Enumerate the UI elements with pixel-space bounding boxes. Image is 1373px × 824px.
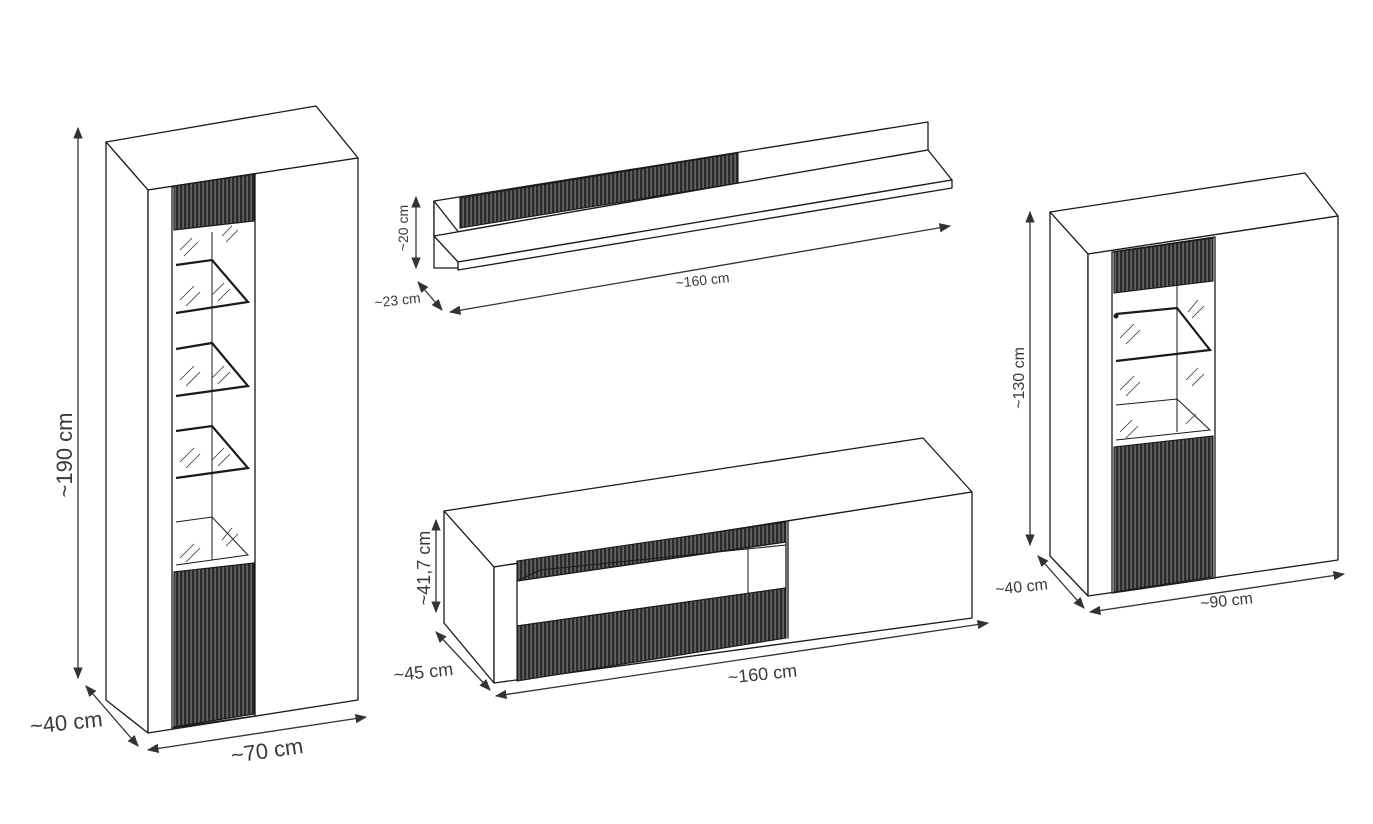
low-cabinet-depth-dimension: [1037, 555, 1085, 609]
low-cabinet-lower-fluted-panel: [1113, 435, 1214, 593]
tall-cabinet-side: [105, 141, 149, 734]
tv-stand-width-dimension: [494, 619, 990, 700]
tv-stand: ~41,7 cm ~45 cm ~160 cm: [393, 437, 990, 700]
low-display-cabinet: ~130 cm ~40 cm ~90 cm: [994, 172, 1346, 616]
wall-shelf: ~20 cm ~23 cm ~160 cm: [374, 121, 953, 315]
tall-cabinet-depth-dimension: [85, 685, 139, 747]
low-cabinet-height-label: ~130 cm: [1011, 347, 1028, 409]
tall-cabinet-lower-fluted-panel: [173, 562, 255, 728]
wall-shelf-width-label: ~160 cm: [675, 269, 730, 291]
wall-shelf-height-label: ~20 cm: [395, 205, 411, 251]
tall-cabinet-upper-fluted-panel: [173, 173, 255, 231]
low-cabinet-side: [1049, 211, 1089, 597]
tv-stand-width-label: ~160 cm: [727, 660, 798, 687]
tall-cabinet-width-dimension: [146, 713, 368, 754]
tv-stand-height-label: ~41,7 cm: [414, 531, 434, 606]
tv-stand-depth-dimension: [435, 631, 491, 691]
wall-shelf-depth-label: ~23 cm: [374, 290, 422, 311]
low-cabinet-upper-fluted-panel: [1113, 237, 1214, 294]
wall-shelf-depth-dimension: [417, 281, 443, 311]
tall-cabinet-depth-label: ~40 cm: [29, 706, 104, 738]
tall-cabinet-width-label: ~70 cm: [229, 733, 305, 768]
low-cabinet-glass-shelf: [1113, 280, 1213, 441]
low-cabinet-width-label: ~90 cm: [1199, 590, 1253, 612]
tv-stand-depth-label: ~45 cm: [393, 659, 454, 685]
low-cabinet-width-dimension: [1088, 570, 1346, 616]
low-cabinet-glass-reflections: [1119, 299, 1205, 439]
tall-display-cabinet: ~190 cm ~40 cm ~70 cm: [29, 105, 368, 768]
low-cabinet-depth-label: ~40 cm: [994, 576, 1048, 598]
tall-cabinet-glass-shelves: [175, 232, 251, 566]
tall-cabinet-glass-reflections: [179, 225, 239, 563]
wall-shelf-width-dimension: [448, 223, 952, 315]
tall-cabinet-height-label: ~190 cm: [52, 413, 77, 498]
